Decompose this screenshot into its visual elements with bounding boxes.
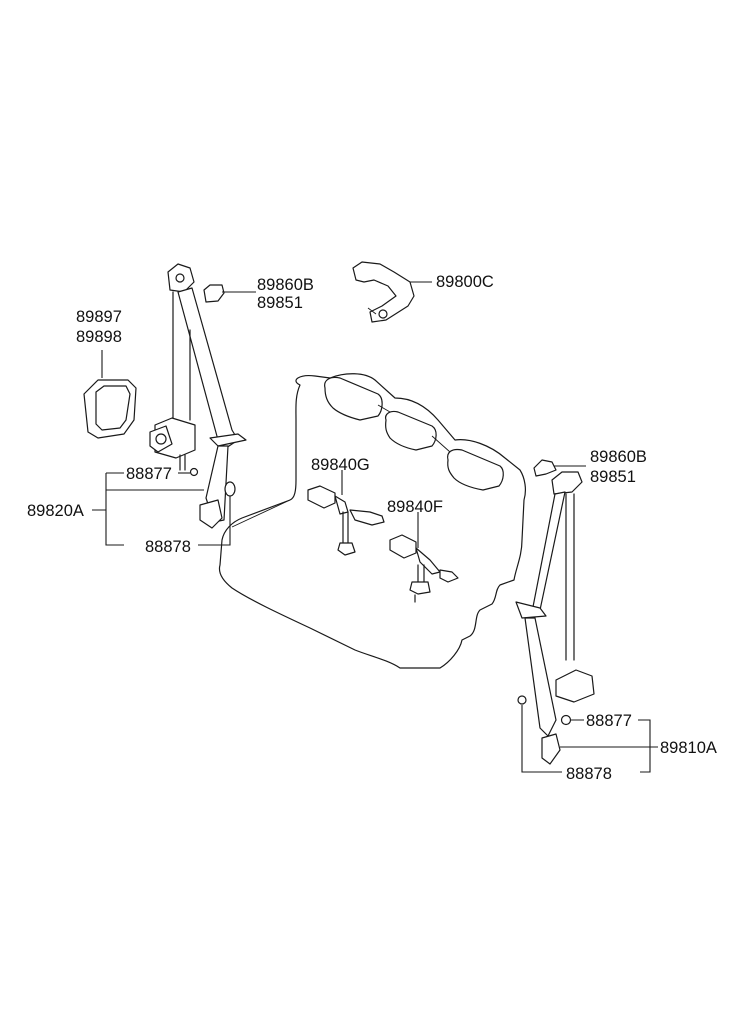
right-nut <box>517 695 527 705</box>
label-left-cap-b: 89851 <box>257 294 303 312</box>
right-seat-belt-assembly <box>515 471 595 765</box>
label-left-assembly: 89820A <box>27 502 84 520</box>
headrest-left <box>324 376 383 421</box>
label-right-assembly: 89810A <box>660 739 717 757</box>
label-left-cover-b: 89898 <box>76 328 122 346</box>
label-left-nut: 88877 <box>126 465 172 483</box>
left-nut <box>189 467 199 477</box>
label-right-cap-a: 89860B <box>590 448 647 466</box>
center-buckle-89840g <box>307 485 385 556</box>
left-bolt-cap <box>224 481 236 497</box>
label-right-cap-b: 89851 <box>590 468 636 486</box>
label-right-bolt-cap: 88878 <box>566 765 612 783</box>
bracket <box>352 261 415 323</box>
center-buckle-89840f <box>389 534 459 603</box>
label-left-cap-a: 89860B <box>257 276 314 294</box>
left-seat-belt-assembly <box>149 263 247 529</box>
headrest-center <box>385 410 437 451</box>
headrest-right <box>447 448 504 491</box>
label-left-cover-a: 89897 <box>76 308 122 326</box>
label-left-bolt-cap: 88878 <box>145 538 191 556</box>
left-cover <box>83 379 137 439</box>
left-trim-cap <box>203 284 225 303</box>
rear-seat-outline <box>218 373 526 669</box>
leader-lines <box>92 281 658 773</box>
label-center-buckle-g: 89840G <box>311 456 370 474</box>
label-center-buckle-f: 89840F <box>387 498 443 516</box>
right-trim-cap <box>533 459 557 477</box>
label-bracket: 89800C <box>436 273 494 291</box>
right-bolt-cap <box>560 714 572 726</box>
label-right-nut: 88877 <box>586 712 632 730</box>
